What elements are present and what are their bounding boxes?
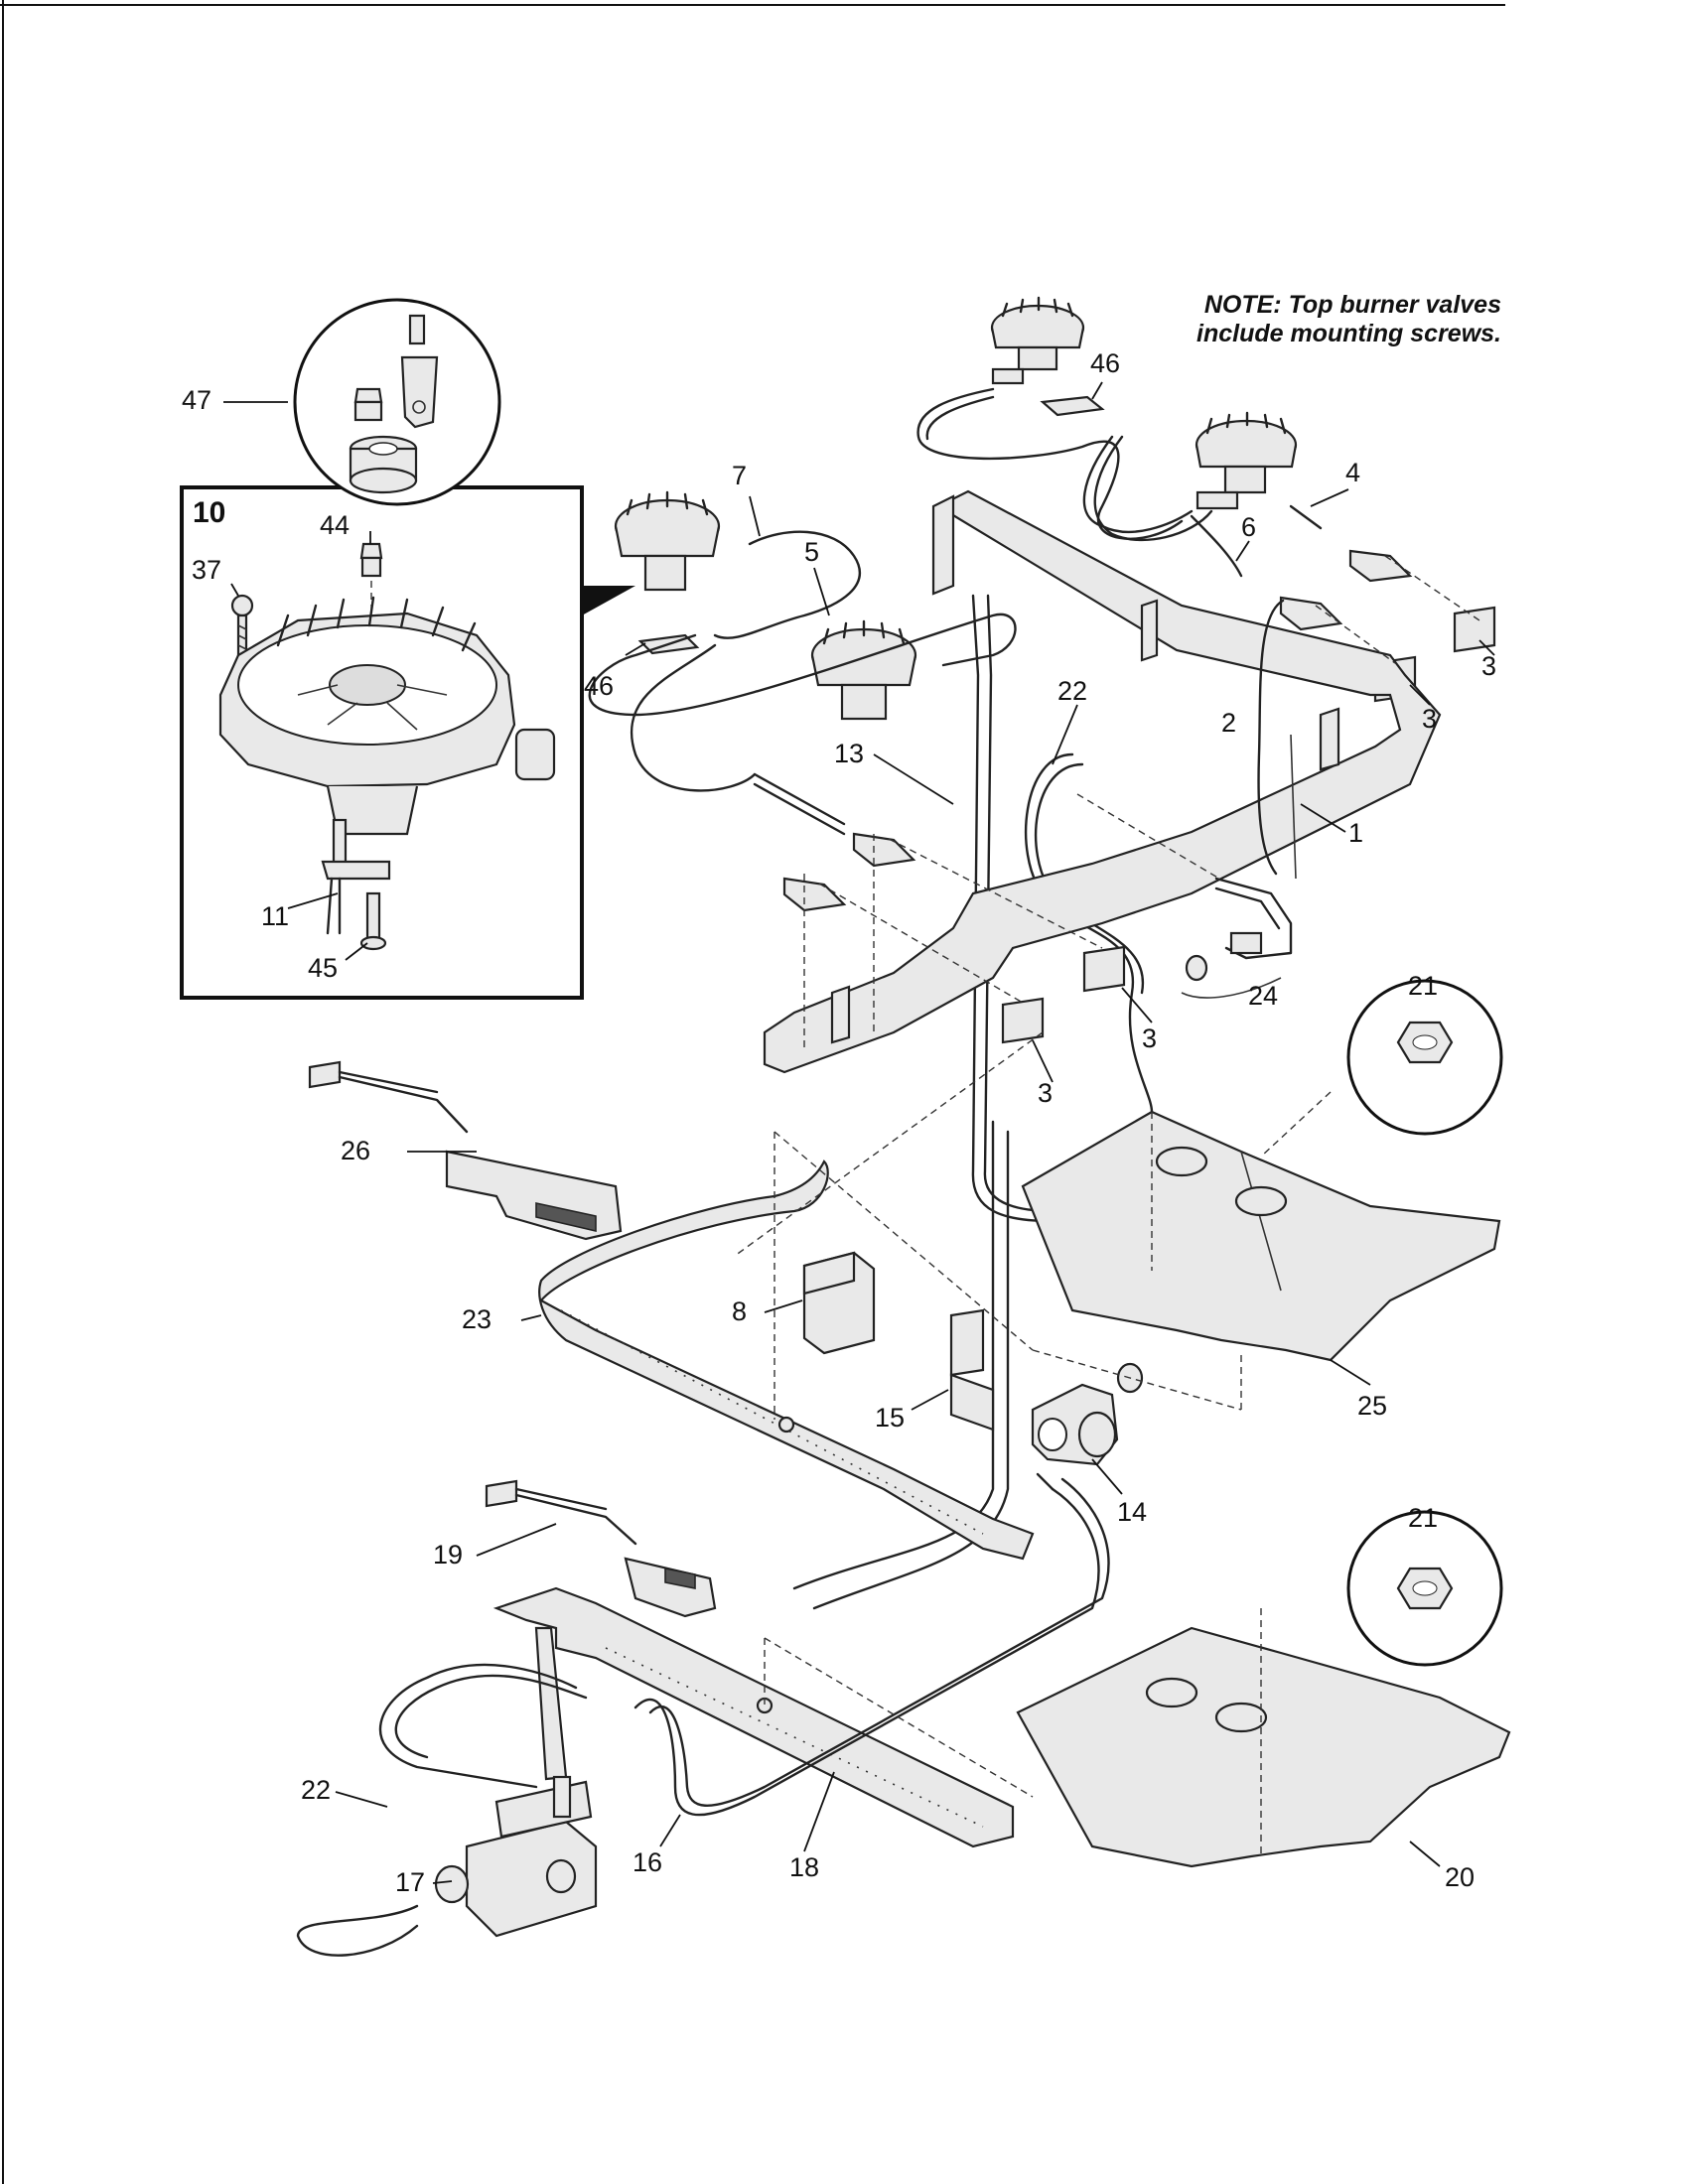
callout-3-d: 3 — [1038, 1078, 1053, 1108]
callout-1: 1 — [1348, 818, 1363, 848]
burner-head-center — [810, 619, 917, 721]
callout-19: 19 — [433, 1540, 463, 1570]
callout-2: 2 — [1221, 708, 1236, 738]
plate-3-d — [1001, 997, 1045, 1044]
callout-17: 17 — [395, 1867, 425, 1897]
callout-47: 47 — [182, 385, 211, 415]
burner-base-10 — [218, 596, 556, 836]
oven-burner-23 — [538, 1160, 1035, 1561]
broil-burner-18 — [378, 1586, 1015, 1848]
baffle-20 — [1016, 1608, 1511, 1868]
note-line-2: include mounting screws. — [1196, 320, 1501, 347]
inset-pointer — [582, 586, 635, 615]
callout-44: 44 — [320, 510, 350, 540]
bracket-46-top — [1040, 395, 1105, 417]
detail-circle-21-upper — [1346, 979, 1503, 1136]
callout-14: 14 — [1117, 1497, 1147, 1527]
leader-lines — [223, 381, 1495, 1884]
detail-circle-47 — [293, 298, 501, 506]
burner-port-detail — [349, 314, 439, 494]
callout-3-a: 3 — [1481, 651, 1496, 681]
callout-21-upper: 21 — [1408, 971, 1438, 1001]
burner-head-left — [614, 490, 721, 592]
regulator-14 — [1031, 1362, 1144, 1466]
callout-37: 37 — [192, 555, 221, 585]
inset-burner-assembly: 10 — [180, 298, 635, 1000]
spark-module-8 — [802, 1251, 876, 1355]
callout-7: 7 — [732, 461, 747, 490]
callout-5: 5 — [804, 537, 819, 567]
inset-title: 10 — [193, 496, 225, 529]
callout-8: 8 — [732, 1297, 747, 1326]
valve-right-2 — [1279, 596, 1343, 631]
callout-21-lower: 21 — [1408, 1503, 1438, 1533]
detail-circle-21-lower — [1346, 1510, 1503, 1667]
orifice-44 — [359, 542, 383, 578]
callout-46-left: 46 — [584, 671, 614, 701]
burner-head-top — [990, 296, 1085, 385]
callout-24: 24 — [1248, 981, 1278, 1011]
callout-labels: 47 44 37 11 45 46 46 7 5 4 6 3 3 3 3 2 1… — [182, 348, 1496, 1897]
callout-3-c: 3 — [1142, 1024, 1157, 1053]
electrode-11 — [321, 818, 391, 935]
igniter-26 — [308, 1060, 623, 1241]
callout-6: 6 — [1241, 512, 1256, 542]
callout-15: 15 — [875, 1403, 905, 1433]
callout-23: 23 — [462, 1304, 492, 1334]
valve-right-1 — [1348, 549, 1413, 583]
valve-center-1 — [852, 832, 916, 868]
callout-18: 18 — [789, 1852, 819, 1882]
bracket-24 — [1181, 977, 1282, 999]
callout-26: 26 — [341, 1136, 370, 1165]
note-line-1: NOTE: Top burner valves — [1204, 291, 1501, 319]
callout-20: 20 — [1445, 1862, 1475, 1892]
burner-head-right — [1195, 411, 1298, 510]
valve-17 — [434, 1775, 598, 1938]
callout-11: 11 — [261, 901, 289, 931]
igniter-19 — [485, 1479, 717, 1618]
manifold-frame-1 — [763, 489, 1442, 1074]
callout-25: 25 — [1357, 1391, 1387, 1421]
callout-45: 45 — [308, 953, 338, 983]
callout-16: 16 — [633, 1847, 662, 1877]
screw-45 — [359, 891, 387, 951]
reference-lines — [734, 555, 1480, 1798]
plate-3-a — [1453, 606, 1496, 653]
callout-4: 4 — [1345, 458, 1360, 487]
bracket-2-wire — [1257, 599, 1285, 876]
valve-center-2 — [782, 877, 847, 912]
top-burner-heads — [614, 296, 1298, 721]
callout-46-top: 46 — [1090, 348, 1120, 378]
fitting-24 — [1185, 877, 1293, 982]
callout-13: 13 — [834, 739, 864, 768]
tube-16 — [296, 1472, 1110, 1957]
baffle-25 — [1021, 1110, 1501, 1362]
bracket-15 — [949, 1308, 995, 1432]
plate-3-c — [1082, 945, 1126, 993]
callout-22-upper: 22 — [1057, 676, 1087, 706]
callout-22-lower: 22 — [301, 1775, 331, 1805]
screw-37 — [230, 594, 254, 665]
valves — [782, 549, 1413, 912]
callout-3-b: 3 — [1422, 704, 1437, 734]
